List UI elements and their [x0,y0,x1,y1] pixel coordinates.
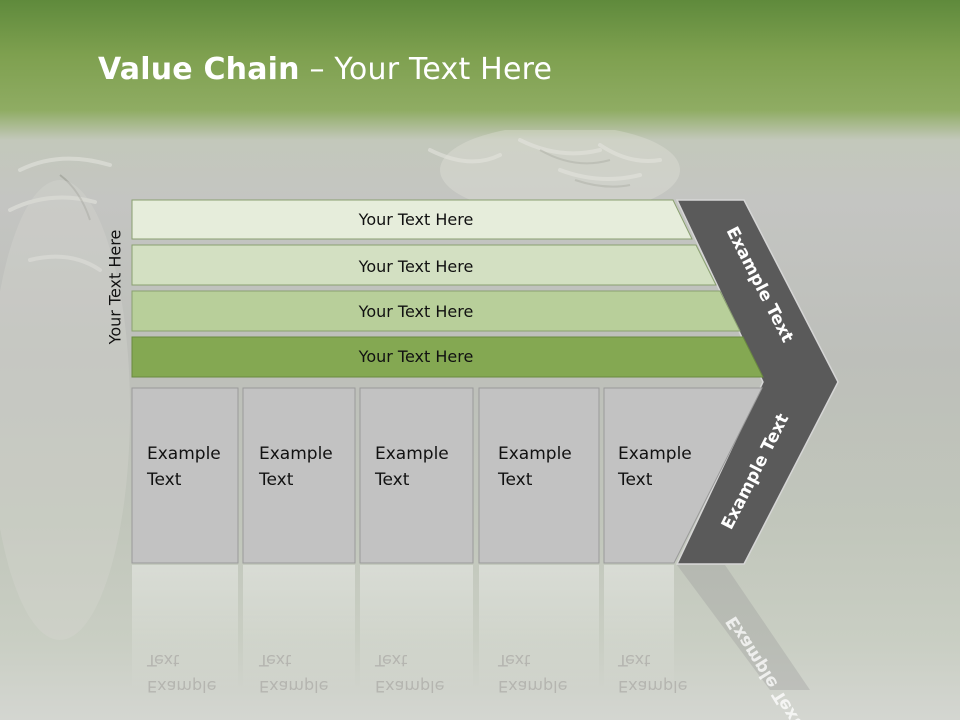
activity-box-line2: Text [146,470,182,490]
activity-box[interactable]: Example Text [603,387,763,564]
activity-box[interactable]: Example Text [131,387,239,564]
support-row-label: Your Text Here [358,302,474,321]
reflection-text: Text [146,651,179,670]
activity-box-line1: Example [375,444,449,464]
reflection-text: Example [147,677,216,696]
support-row-label: Your Text Here [358,347,474,366]
activity-box-line1: Example [147,444,221,464]
slide-title: Value Chain – Your Text Here [98,52,552,87]
reflection-text: Example [498,677,567,696]
reflection-text: Example [618,677,687,696]
support-row-label: Your Text Here [358,257,474,276]
activity-box[interactable]: Example Text [359,387,474,564]
reflection-text: Example [375,677,444,696]
support-row-label: Your Text Here [358,210,474,229]
reflection-text: Text [374,651,407,670]
support-row[interactable]: Your Text Here [131,244,717,286]
activity-box-line2: Text [497,470,533,490]
support-row[interactable]: Your Text Here [131,290,741,332]
reflection-text: Text [617,651,650,670]
reflection-text: Text [258,651,291,670]
activity-box-line2: Text [374,470,410,490]
support-activity-rows: Your Text Here Your Text Here Your Text … [131,199,764,378]
activity-box[interactable]: Example Text [478,387,600,564]
title-rest: – Your Text Here [299,52,553,87]
activity-box-line1: Example [498,444,572,464]
activity-box-line2: Text [258,470,294,490]
activity-box-line1: Example [259,444,333,464]
reflection-text: Text [497,651,530,670]
title-bold: Value Chain [98,52,300,87]
support-row[interactable]: Your Text Here [131,336,764,378]
reflection-text: Example [259,677,328,696]
diagram-reflection: Text Example Text Example Text Example T… [132,565,810,720]
support-row[interactable]: Your Text Here [131,199,693,240]
activity-box-line1: Example [618,444,692,464]
activity-box-line2: Text [617,470,653,490]
activity-box[interactable]: Example Text [242,387,356,564]
primary-activity-boxes: Example Text Example Text Example Text E… [131,387,763,564]
background-fur-image [0,130,680,640]
